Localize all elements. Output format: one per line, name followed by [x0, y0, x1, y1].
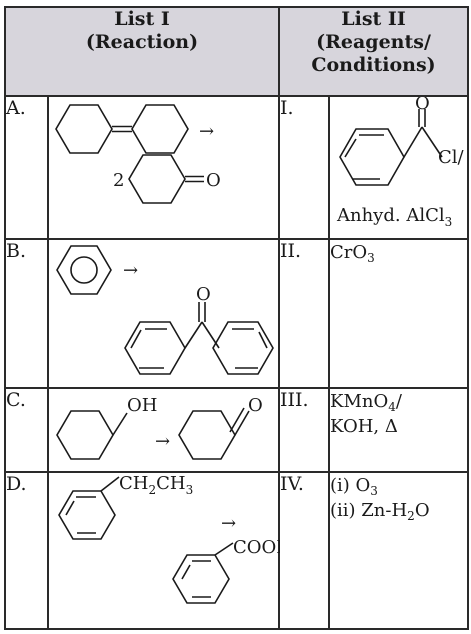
- ethylbenzene-ring: [58, 490, 116, 540]
- cyclohexylidene-ring-left: [55, 104, 113, 154]
- list1-subtitle: (Reaction): [85, 31, 199, 53]
- carboxylate-group: COOK: [233, 537, 280, 558]
- reagent-text: CrO3: [330, 242, 375, 265]
- list2-header: List II (Reagents/ Conditions): [278, 6, 469, 97]
- row-label: B.: [4, 238, 49, 389]
- reaction-cell-c: OH → O: [47, 387, 280, 473]
- reagent-line1: KMnO4/: [330, 391, 402, 414]
- reaction-arrow: →: [123, 260, 138, 281]
- roman-label: III.: [278, 387, 330, 473]
- reagent-line2: (ii) Zn-H2O: [330, 500, 430, 523]
- row-d: D. CH2CH3 → COOK: [4, 471, 469, 630]
- reaction-a-structure: → 2 O: [55, 104, 221, 204]
- reagent-cell-iii: KMnO4/ KOH, Δ: [328, 387, 469, 473]
- reagent-line2: Anhyd. AlCl3: [336, 205, 452, 229]
- roman-label: I.: [278, 95, 330, 240]
- reaction-b-structure: → O: [56, 245, 274, 375]
- reaction-arrow: →: [199, 121, 214, 142]
- cyclohexylidene-ring-right: [131, 104, 189, 154]
- benzene-ring: [56, 245, 112, 295]
- list1-header: List I (Reaction): [4, 6, 280, 97]
- carbonyl-oxygen: O: [196, 284, 211, 305]
- reaction-cell-b: → O: [47, 238, 280, 389]
- reagent-cell-i: O Cl/ Anhyd. AlCl3: [328, 95, 469, 240]
- phenyl-ring-left: [124, 321, 186, 375]
- list2-subtitle-1: (Reagents/: [316, 31, 431, 53]
- roman-label: IV.: [278, 471, 330, 630]
- cyclohexanone-ring: [178, 410, 236, 460]
- cyclohexanone-ring: [128, 154, 186, 204]
- benzoate-ring: [172, 554, 230, 604]
- reagent-cell-ii: CrO3: [328, 238, 469, 389]
- row-c: C. OH → O III. KMnO4/ KOH, Δ: [4, 387, 469, 473]
- stoichiometric-coefficient: 2: [113, 170, 124, 191]
- header-row: List I (Reaction) List II (Reagents/ Con…: [4, 6, 469, 97]
- reaction-arrow: →: [155, 431, 170, 452]
- reaction-arrow: →: [221, 513, 236, 534]
- reagent-line1: (i) O3: [330, 475, 378, 498]
- list2-title: List II: [341, 8, 406, 30]
- carbonyl-oxygen: O: [415, 97, 430, 114]
- reagent-cell-iv: (i) O3 (ii) Zn-H2O: [328, 471, 469, 630]
- reaction-c-structure: OH → O: [56, 395, 263, 460]
- row-b: B.: [4, 238, 469, 389]
- carbonyl-oxygen: O: [206, 170, 221, 191]
- cyclohexanol-ring: [56, 410, 114, 460]
- row-label: D.: [4, 471, 49, 630]
- reaction-cell-a: → 2 O: [47, 95, 280, 240]
- reaction-cell-d: CH2CH3 → COOK: [47, 471, 280, 630]
- carbonyl-oxygen: O: [248, 395, 263, 416]
- row-label: C.: [4, 387, 49, 473]
- match-table: List I (Reaction) List II (Reagents/ Con…: [4, 6, 469, 630]
- ethyl-group: CH2CH3: [119, 473, 193, 497]
- row-label: A.: [4, 95, 49, 240]
- hydroxyl-group: OH: [127, 395, 157, 416]
- chlorine-label: Cl/: [438, 147, 465, 168]
- list2-subtitle-2: Conditions): [311, 54, 436, 76]
- list1-title: List I: [114, 8, 170, 30]
- row-a: A. → 2 O I.: [4, 95, 469, 240]
- roman-label: II.: [278, 238, 330, 389]
- phenyl-ring-right: [212, 321, 274, 375]
- reaction-d-structure: CH2CH3 → COOK: [58, 473, 280, 604]
- benzoyl-chloride-structure: O Cl/ Anhyd. AlCl3: [336, 97, 465, 229]
- reagent-line2: KOH, Δ: [330, 416, 398, 437]
